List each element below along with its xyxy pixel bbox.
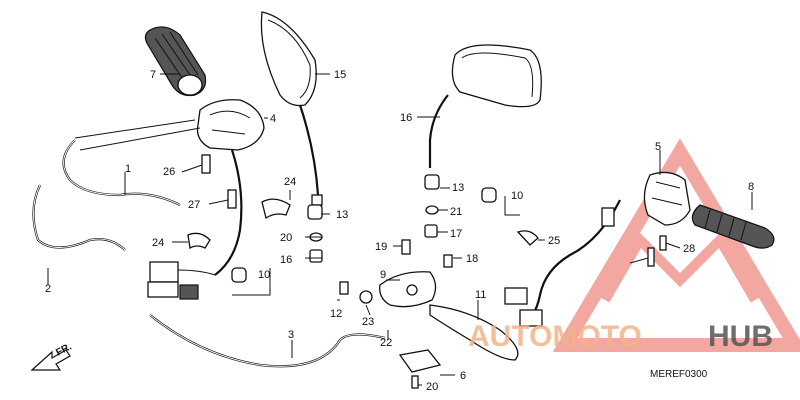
callout-25: 26 xyxy=(163,166,175,178)
clutch-lever xyxy=(429,304,519,361)
watermark-brand-primary: AUTOMOTO xyxy=(468,320,642,353)
clutch-switch xyxy=(398,349,442,373)
small-parts xyxy=(187,154,667,389)
callout-16-right: 17 xyxy=(450,228,462,240)
mirror-right xyxy=(428,44,542,168)
callout-labels: 7 4 15 16 5 8 1 2 3 6 9 10 10 11 12 13 1… xyxy=(45,69,754,393)
callout-3: 3 xyxy=(288,329,294,341)
callout-17: 18 xyxy=(466,253,478,265)
watermark-text: AUTOMOTO HUB xyxy=(468,320,773,353)
lever-bracket xyxy=(379,271,437,308)
right-grip xyxy=(691,204,775,249)
callout-1: 1 xyxy=(125,163,131,175)
callout-12: 12 xyxy=(330,308,342,320)
callout-18: 19 xyxy=(375,241,387,253)
callout-4: 4 xyxy=(270,113,276,125)
callout-5: 5 xyxy=(655,141,661,153)
watermark-brand-secondary: HUB xyxy=(708,320,773,353)
wire-harness-right xyxy=(504,199,621,327)
callout-22: 23 xyxy=(362,316,374,328)
callout-13-left: 13 xyxy=(336,209,348,221)
leader-lines xyxy=(47,73,753,386)
callout-19: 20 xyxy=(426,381,438,393)
callout-24-right: 25 xyxy=(548,235,560,247)
callout-20-left: 20 xyxy=(280,232,292,244)
callout-13-right: 13 xyxy=(452,182,464,194)
callout-23: 24 xyxy=(152,237,164,249)
callout-15: 16 xyxy=(400,112,412,124)
front-direction-arrow: FR. xyxy=(30,341,74,371)
callout-14: 15 xyxy=(334,69,346,81)
left-switch xyxy=(196,99,265,276)
throttle-cables xyxy=(32,119,201,251)
callout-24-left: 24 xyxy=(284,176,296,188)
callout-6: 6 xyxy=(460,370,466,382)
callout-26: 27 xyxy=(188,199,200,211)
callout-16-left: 16 xyxy=(280,254,292,266)
left-grip xyxy=(144,26,207,97)
mirror-left xyxy=(260,11,323,206)
right-switch xyxy=(643,171,691,226)
wire-harness-left xyxy=(147,261,216,300)
clutch-cable xyxy=(149,314,386,368)
callout-20-right: 21 xyxy=(450,206,462,218)
callout-21: 22 xyxy=(380,337,392,349)
callout-2: 2 xyxy=(45,283,51,295)
callout-8: 8 xyxy=(748,181,754,193)
callout-27: 28 xyxy=(683,243,695,255)
callout-10-right: 10 xyxy=(511,190,523,202)
callout-10-left: 10 xyxy=(258,269,270,281)
diagram-code: MEREF0300 xyxy=(650,369,708,380)
callout-7: 7 xyxy=(150,69,156,81)
watermark-logo xyxy=(552,138,800,352)
direction-label: FR. xyxy=(54,341,74,358)
callout-11: 11 xyxy=(475,289,486,301)
callout-9: 9 xyxy=(380,269,386,281)
